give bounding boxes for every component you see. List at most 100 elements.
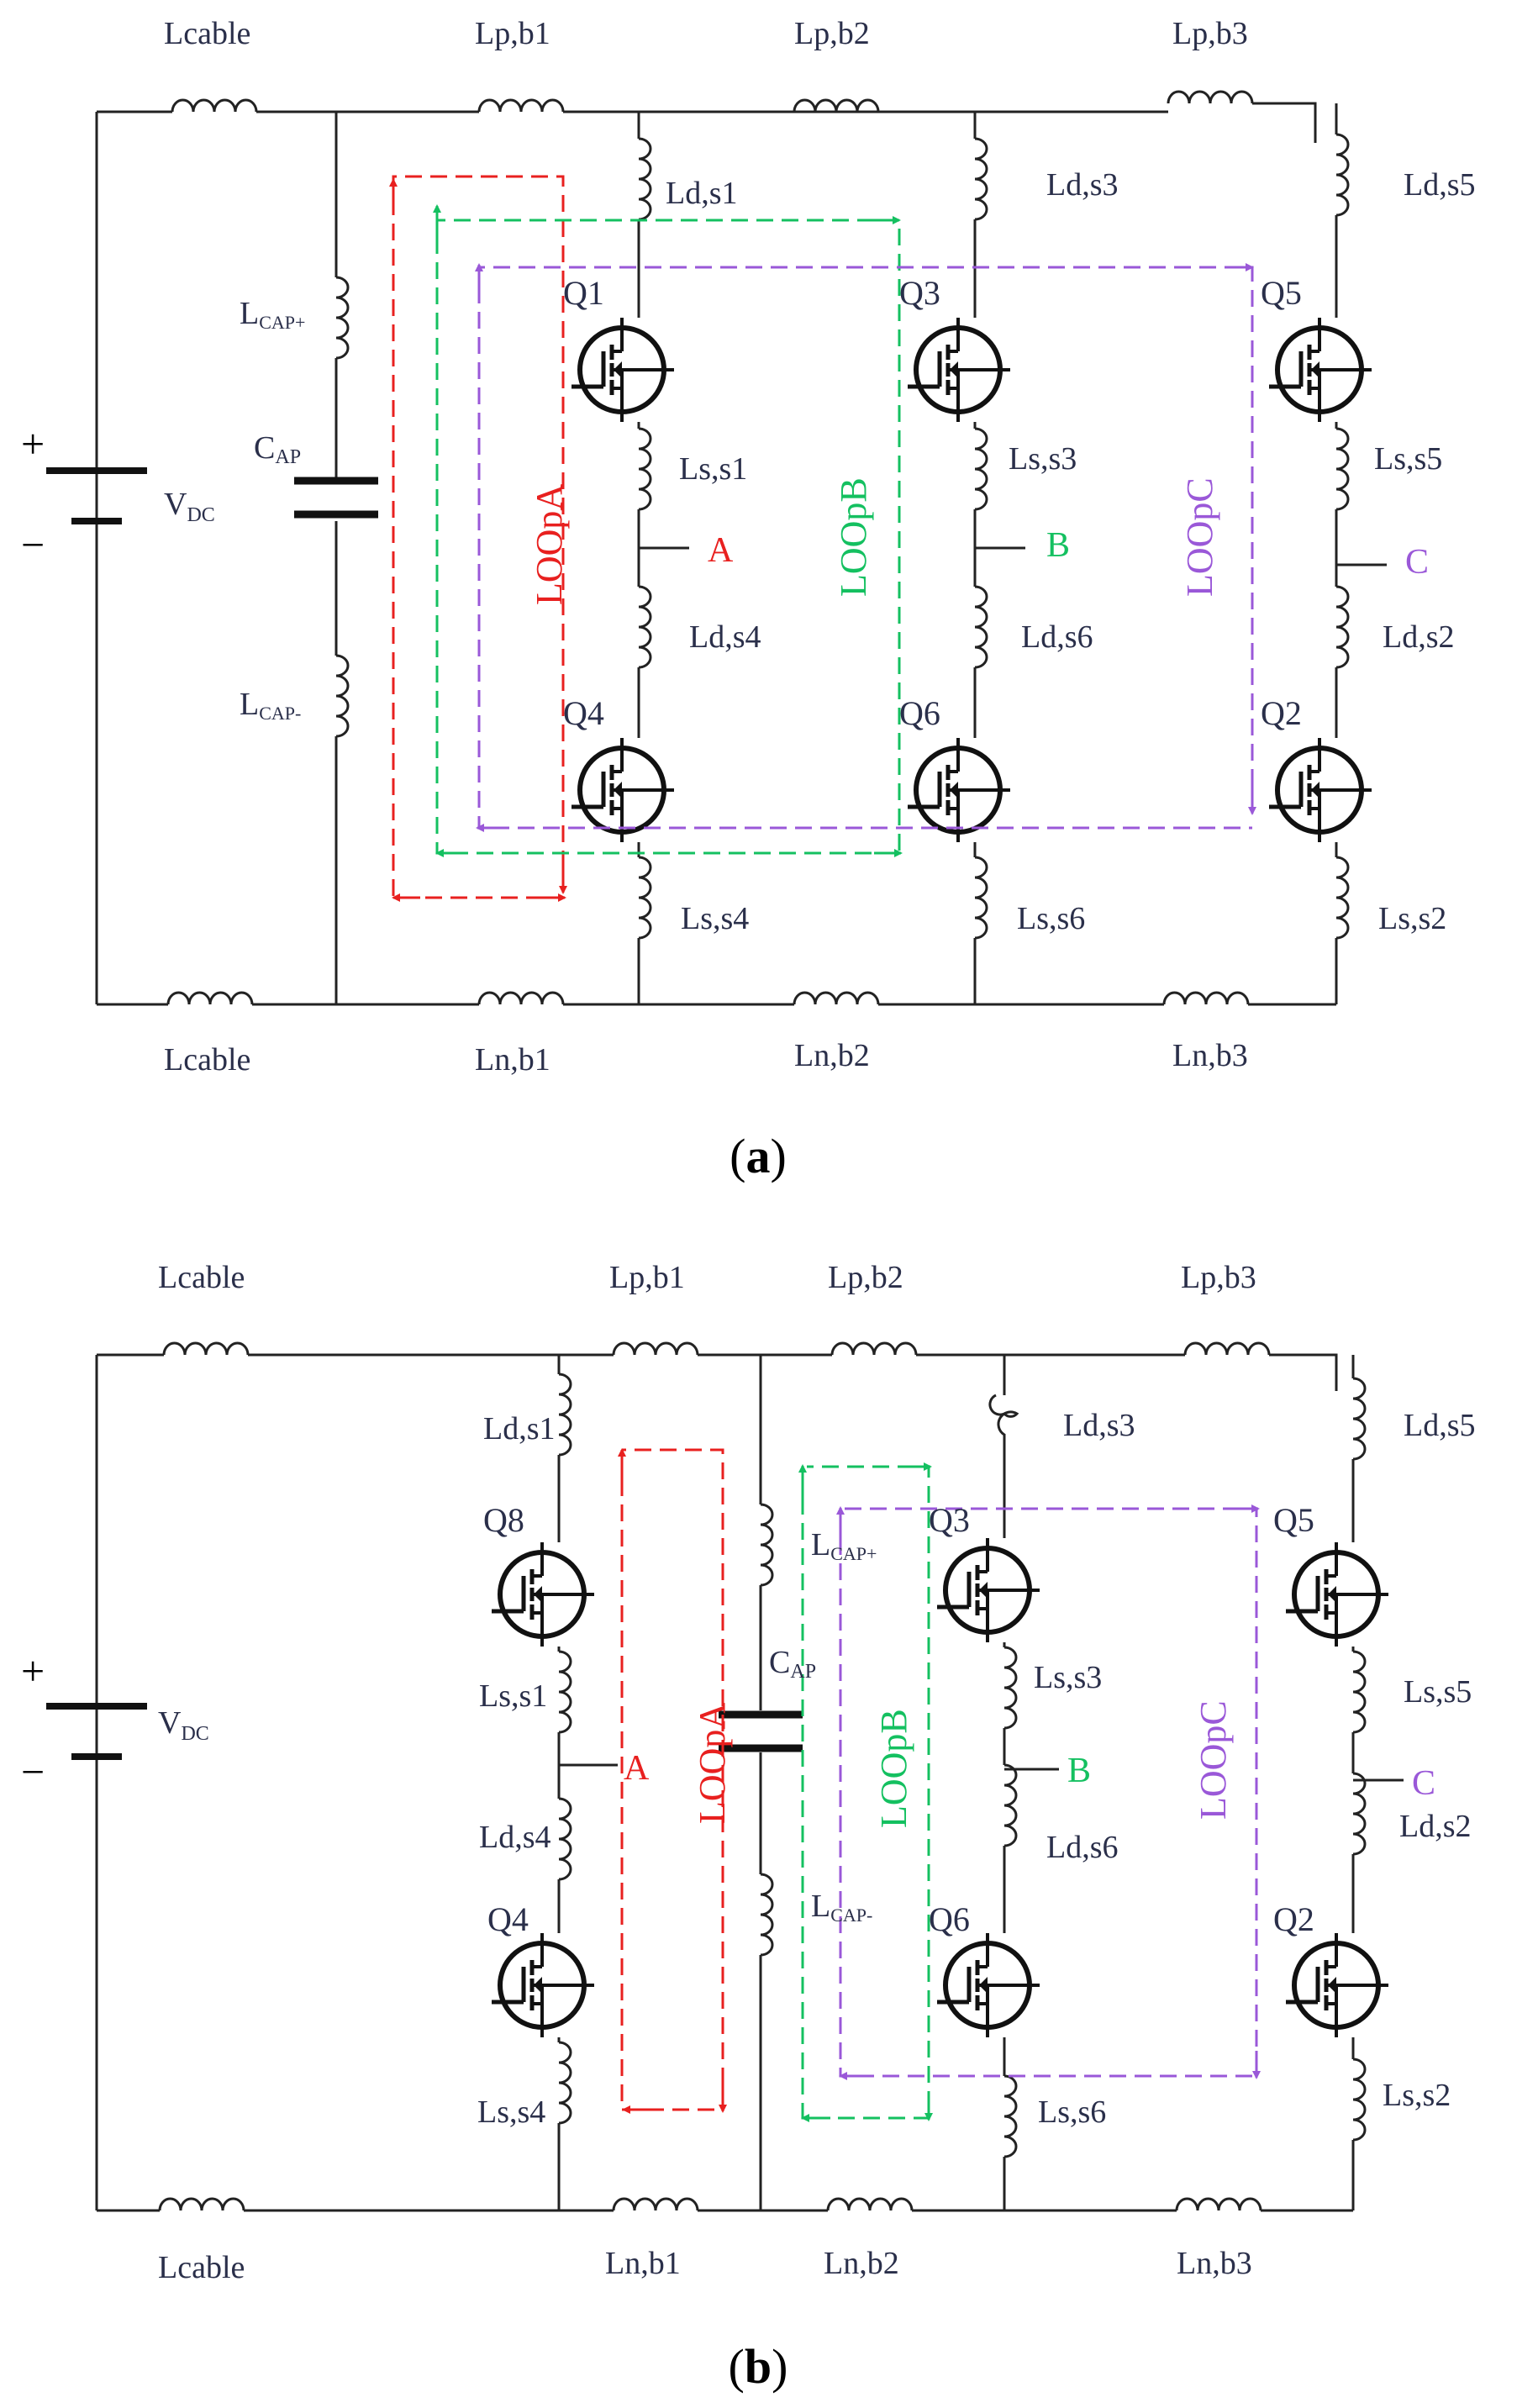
lcable-top-label-b: Lcable xyxy=(158,1260,245,1295)
ld-s5-label-b: Ld,s5 xyxy=(1404,1408,1476,1443)
ld-s6-inductor-b xyxy=(1003,1763,1018,1847)
ld-s1-label-b: Ld,s1 xyxy=(483,1411,556,1446)
ls-s4-inductor xyxy=(637,856,652,940)
lcap-plus-label-b: LCAP+ xyxy=(811,1527,877,1564)
lcable-top-inductor xyxy=(171,98,258,113)
loop-a-label-b: LOOpA xyxy=(692,1703,733,1824)
ld-s6-inductor xyxy=(973,585,988,669)
q4-label: Q4 xyxy=(563,694,604,732)
lcap-plus-inductor-b xyxy=(759,1503,774,1587)
loop-a-path-b xyxy=(618,1448,727,2114)
cap-label-b: CAP xyxy=(769,1645,816,1683)
lp-b2-label-b: Lp,b2 xyxy=(828,1260,903,1295)
plus-sign-b: + xyxy=(21,1647,45,1694)
lcap-minus-inductor-b xyxy=(759,1873,774,1957)
lp-b3-label: Lp,b3 xyxy=(1172,16,1248,51)
ls-s1-inductor xyxy=(637,427,652,511)
lcable-bottom-inductor xyxy=(166,991,254,1006)
lp-b1-inductor xyxy=(477,98,565,113)
ld-s1-inductor xyxy=(637,137,652,221)
q6-label-b: Q6 xyxy=(929,1900,970,1938)
lp-b3-inductor-b xyxy=(1183,1341,1271,1357)
ld-s2-inductor-b xyxy=(1351,1772,1367,1856)
ld-s4-label: Ld,s4 xyxy=(689,619,761,655)
plus-sign: + xyxy=(21,420,45,467)
ld-s4-label-b: Ld,s4 xyxy=(479,1820,551,1855)
ls-s1-inductor-b xyxy=(557,1650,572,1734)
ld-s3-label: Ld,s3 xyxy=(1046,167,1119,203)
lcable-top-label: Lcable xyxy=(164,16,250,51)
vdc-label: VDC xyxy=(164,487,215,526)
ld-s2-inductor xyxy=(1335,585,1350,669)
ln-b3-inductor-b xyxy=(1175,2197,1262,2212)
ln-b3-label: Ln,b3 xyxy=(1172,1038,1248,1073)
lcable-bottom-inductor-b xyxy=(158,2197,245,2212)
ln-b1-inductor-b xyxy=(612,2197,699,2212)
q3-mosfet-b xyxy=(937,1538,1040,1642)
lcable-bottom-label: Lcable xyxy=(164,1042,250,1078)
lp-b2-label: Lp,b2 xyxy=(794,16,870,51)
ls-s3-label: Ls,s3 xyxy=(1009,441,1077,477)
lp-b2-inductor xyxy=(793,98,880,113)
ls-s3-label-b: Ls,s3 xyxy=(1034,1660,1102,1695)
lcap-minus-label-b: LCAP- xyxy=(811,1889,872,1926)
q2-mosfet xyxy=(1269,738,1372,842)
loop-a-label: LOOpA xyxy=(529,484,570,605)
q3-mosfet xyxy=(908,318,1010,422)
lcap-plus-label: LCAP+ xyxy=(240,296,305,333)
node-c-label: C xyxy=(1405,543,1429,582)
q6-mosfet xyxy=(908,738,1010,842)
minus-sign: − xyxy=(21,521,45,568)
ls-s6-inductor xyxy=(973,856,988,940)
lcap-minus-label: LCAP- xyxy=(240,687,301,724)
caption-b: (b) xyxy=(729,2339,788,2394)
lcap-minus-inductor xyxy=(334,654,350,738)
caption-a: (a) xyxy=(730,1129,787,1183)
loop-c-path xyxy=(475,263,1256,832)
ls-s5-inductor xyxy=(1335,427,1350,511)
ls-s4-inductor-b xyxy=(557,2041,572,2125)
ld-s3-inductor-b xyxy=(988,1394,1019,1454)
ln-b3-label-b: Ln,b3 xyxy=(1177,2246,1252,2281)
ls-s4-label: Ls,s4 xyxy=(681,901,749,936)
q6-mosfet-b xyxy=(937,1933,1040,2037)
ld-s1-label: Ld,s1 xyxy=(666,176,738,211)
ln-b2-label-b: Ln,b2 xyxy=(824,2246,899,2281)
lp-b1-label-b: Lp,b1 xyxy=(609,1260,685,1295)
ls-s1-label: Ls,s1 xyxy=(679,451,747,487)
ld-s1-inductor-b xyxy=(557,1373,572,1457)
ld-s2-label: Ld,s2 xyxy=(1383,619,1455,655)
lp-b3-label-b: Lp,b3 xyxy=(1181,1260,1256,1295)
ls-s2-inductor-b xyxy=(1351,2058,1367,2142)
lp-b1-inductor-b xyxy=(612,1341,699,1357)
ld-s6-label-b: Ld,s6 xyxy=(1046,1830,1119,1865)
node-a-label: A xyxy=(708,531,734,570)
lcable-bottom-label-b: Lcable xyxy=(158,2250,245,2285)
ls-s1-label-b: Ls,s1 xyxy=(479,1678,547,1714)
q4-label-b: Q4 xyxy=(487,1900,529,1938)
loop-b-label-b: LOOpB xyxy=(873,1709,914,1828)
loop-b-label: LOOpB xyxy=(833,477,874,597)
q2-label-b: Q2 xyxy=(1273,1900,1314,1938)
ln-b2-inductor-b xyxy=(826,2197,914,2212)
q6-label: Q6 xyxy=(899,694,940,732)
loop-c-label-b: LOOpC xyxy=(1193,1700,1234,1820)
q2-mosfet-b xyxy=(1286,1933,1388,2037)
node-b-label: B xyxy=(1046,526,1070,565)
ld-s6-label: Ld,s6 xyxy=(1021,619,1093,655)
q5-mosfet xyxy=(1269,318,1372,422)
ln-b3-inductor xyxy=(1162,991,1250,1006)
panel-a: Lcable Lcable Lp,b1 Lp,b2 Lp,b3 Ln,b1 Ln… xyxy=(21,16,1476,1183)
node-a-label-b: A xyxy=(624,1749,650,1788)
ld-s5-inductor xyxy=(1335,133,1350,217)
ls-s2-inductor xyxy=(1335,856,1350,940)
loop-c-label: LOOpC xyxy=(1179,477,1220,597)
loop-b-path xyxy=(433,204,903,857)
cap-label: CAP xyxy=(254,430,301,468)
ln-b1-label-b: Ln,b1 xyxy=(605,2246,681,2281)
ls-s2-label: Ls,s2 xyxy=(1378,901,1446,936)
minus-sign-b: − xyxy=(21,1748,45,1795)
ld-s2-label-b: Ld,s2 xyxy=(1399,1809,1472,1844)
ls-s6-label: Ls,s6 xyxy=(1017,901,1085,936)
